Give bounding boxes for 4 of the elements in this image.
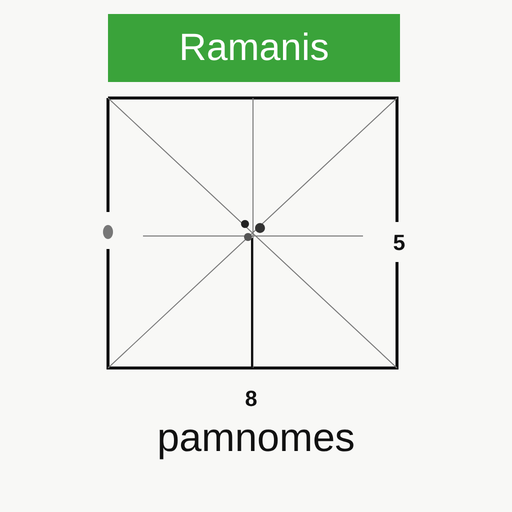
title-banner: Ramanis xyxy=(108,14,400,82)
dimension-label: 5 xyxy=(393,232,406,254)
caption: pamnomes xyxy=(156,418,356,458)
dimension-label: 8 xyxy=(245,388,258,410)
